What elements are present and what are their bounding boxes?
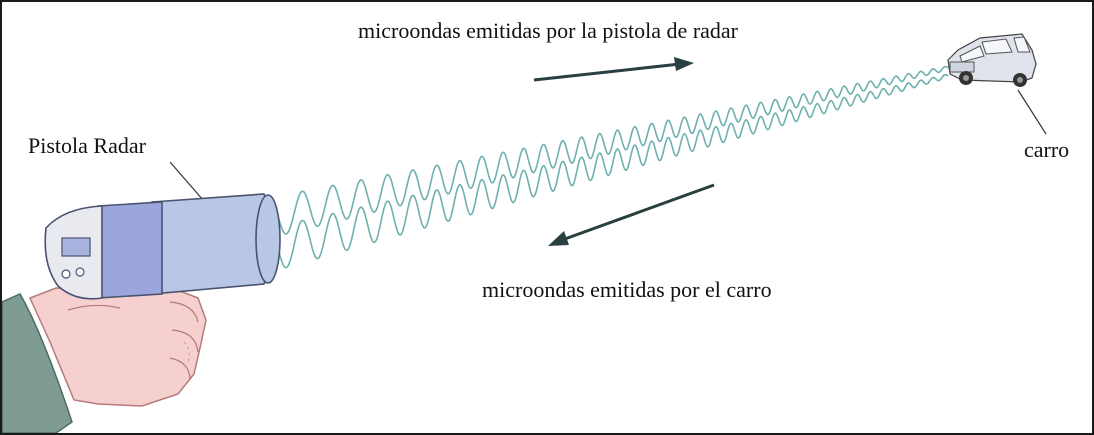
wave-reflected — [277, 73, 949, 269]
car-icon — [947, 33, 1037, 87]
label-reflected-microwaves: microondas emitidas por el carro — [482, 277, 772, 302]
wave-outgoing — [277, 65, 949, 235]
car-pointer — [1017, 89, 1047, 135]
arrow-left-icon — [548, 183, 715, 246]
radar-gun-icon — [44, 193, 281, 300]
sleeve — [2, 293, 73, 433]
label-radar-gun: Pistola Radar — [28, 133, 146, 158]
radar-display — [61, 237, 91, 257]
radar-button — [75, 267, 85, 277]
radar-button — [61, 269, 71, 279]
label-outgoing-microwaves: microondas emitidas por la pistola de ra… — [358, 18, 738, 43]
label-car: carro — [1024, 137, 1070, 162]
arrow-right-icon — [533, 57, 694, 82]
